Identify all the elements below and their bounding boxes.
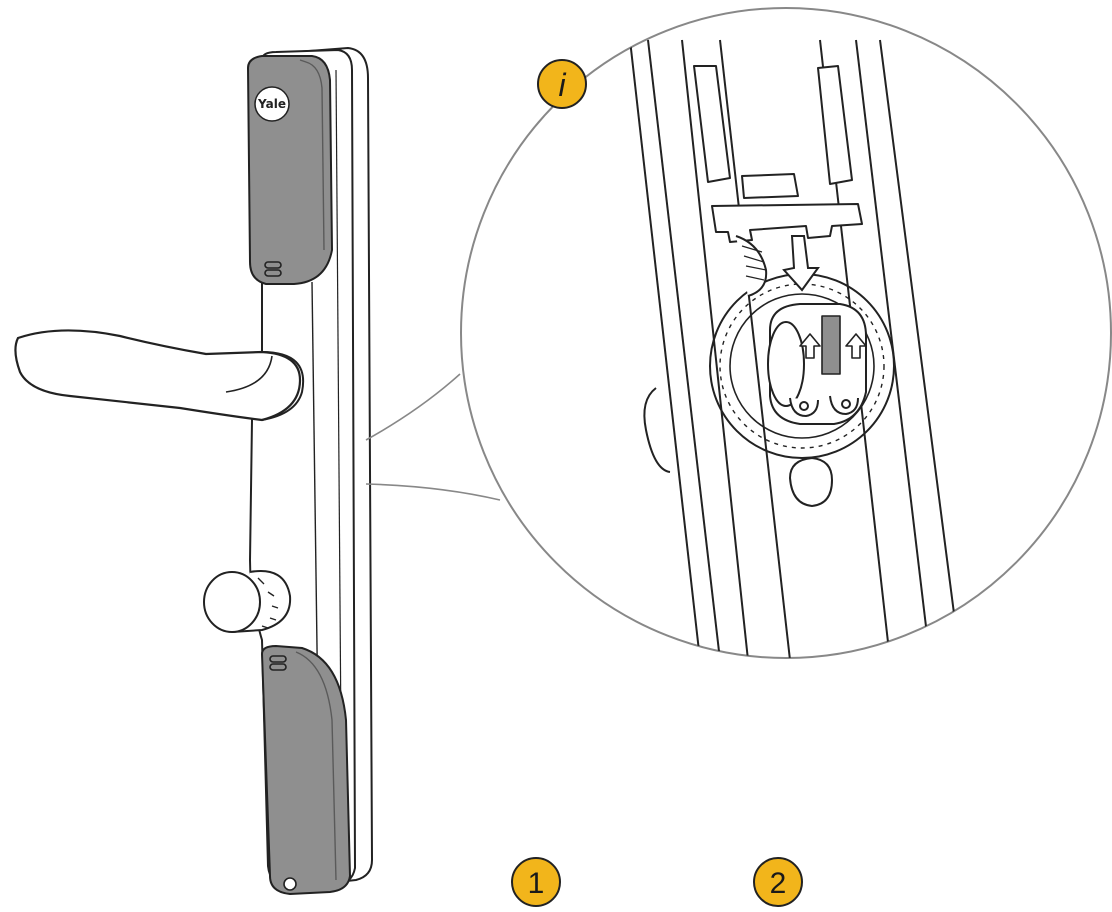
cylinder-detail-icon [629,39,961,658]
callout-connector-top [365,373,461,441]
step-badge-1-label: 1 [528,867,545,900]
door-handle-icon [14,329,305,422]
bottom-cover [260,644,352,896]
step-badge-2: 2 [753,857,803,907]
yale-logo-text: Yale [257,97,286,111]
step-badge-2-label: 2 [770,867,787,900]
top-cover: Yale [246,55,334,285]
arrow-up-icon [799,333,867,359]
cover-screw-icon [283,877,297,891]
arrow-down-icon [782,235,820,292]
cover-latch-top [264,261,282,277]
info-badge: i [537,59,587,109]
zoom-callout [365,7,1112,659]
callout-connector-bottom [365,483,501,501]
cover-latch-bottom [269,655,287,671]
yale-logo: Yale [254,86,290,122]
info-badge-label: i [558,67,566,103]
thumb-turn-icon [203,570,292,633]
step-badge-1: 1 [511,857,561,907]
